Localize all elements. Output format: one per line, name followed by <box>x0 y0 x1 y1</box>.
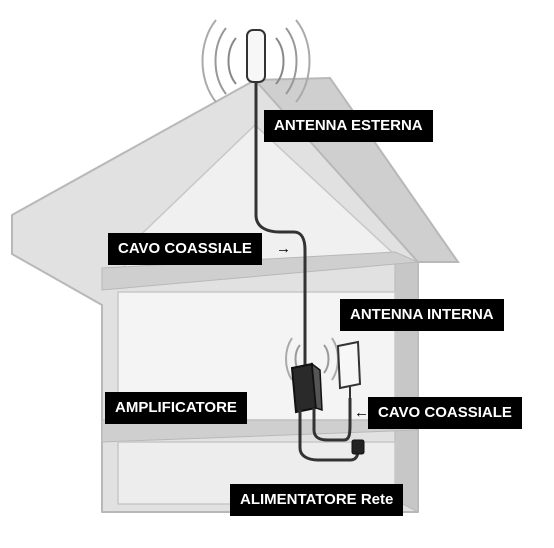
arrow-right-icon: → <box>276 240 291 257</box>
attic-floor <box>101 251 419 291</box>
house <box>11 76 460 513</box>
label-antenna-esterna: ANTENNA ESTERNA <box>264 110 433 142</box>
power-adapter <box>351 439 365 455</box>
coax-cable-top <box>254 100 307 372</box>
label-antenna-interna: ANTENNA INTERNA <box>340 299 504 331</box>
label-alimentatore: ALIMENTATORE Rete <box>230 484 404 516</box>
right-wall <box>394 254 419 513</box>
amplifier <box>290 362 323 414</box>
label-cavo-coassiale-bottom: CAVO COASSIALE <box>368 397 522 429</box>
label-amplificatore: AMPLIFICATORE <box>105 392 247 424</box>
middle-floor <box>101 419 419 443</box>
indoor-antenna <box>285 337 362 398</box>
power-cable <box>298 410 360 462</box>
outdoor-antenna <box>201 19 311 103</box>
arrow-left-icon: ← <box>354 404 369 421</box>
label-cavo-coassiale-top: CAVO COASSIALE <box>108 233 262 265</box>
coax-cable-bottom <box>312 398 352 442</box>
